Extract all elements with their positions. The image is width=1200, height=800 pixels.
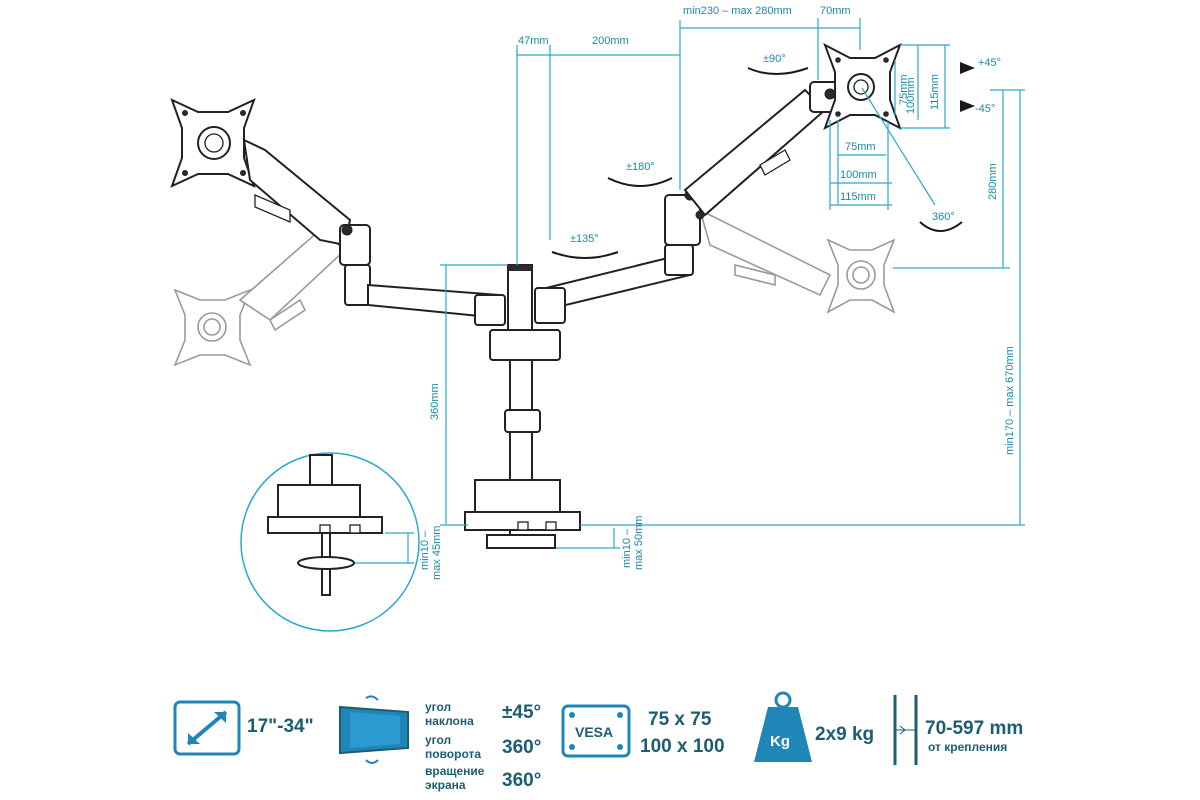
tilt-screen-icon bbox=[339, 695, 409, 764]
spec-rotate-value: 360° bbox=[502, 737, 542, 758]
dim-extension: min230 – max 280mm bbox=[683, 5, 792, 17]
dim-200: 200mm bbox=[592, 35, 629, 47]
clamp-main-2: max 50mm bbox=[633, 516, 645, 570]
right-gas-spring-arm bbox=[664, 81, 839, 246]
vesa-icon-label: VESA bbox=[575, 724, 613, 740]
right-ghost-arm bbox=[698, 208, 832, 297]
rot-135: ±135° bbox=[570, 233, 599, 245]
dimension-lines bbox=[355, 18, 1025, 564]
left-vesa-plate bbox=[170, 98, 256, 188]
tilt-plus: +45° bbox=[978, 57, 1001, 69]
weight-icon: Kg bbox=[754, 691, 812, 762]
clamp-detail-1: min10 – bbox=[419, 530, 431, 570]
left-ghost-vesa-plate bbox=[173, 288, 252, 367]
dim-47: 47mm bbox=[518, 35, 549, 47]
rot-90: ±90° bbox=[763, 53, 786, 65]
tilt-minus: -45° bbox=[975, 103, 995, 115]
vesa-75w: 75mm bbox=[845, 141, 876, 153]
spec-desk-range: 70-597 mm bbox=[925, 718, 1024, 739]
clamp-detail-circle bbox=[240, 452, 420, 632]
spec-tilt-label-line2: наклона bbox=[425, 714, 474, 728]
dim-70: 70mm bbox=[820, 5, 851, 17]
right-horizontal-arm bbox=[534, 244, 694, 324]
spec-vesa-1: 75 x 75 bbox=[648, 709, 712, 730]
spec-spin-label-line2: экрана bbox=[425, 778, 466, 792]
dim-height-range: min170 – max 670mm bbox=[1004, 346, 1016, 455]
vesa-100h: 100mm bbox=[905, 77, 917, 114]
vesa-115w: 115mm bbox=[840, 191, 876, 203]
spec-spin-label: вращение экрана bbox=[425, 764, 484, 792]
spec-rotate-label-line2: поворота bbox=[425, 747, 482, 761]
dim-360: 360mm bbox=[429, 383, 441, 420]
left-gas-spring-arm bbox=[242, 138, 371, 266]
dim-280: 280mm bbox=[987, 163, 999, 200]
vesa-icon: VESA bbox=[561, 704, 631, 758]
rot-360-screen: 360° bbox=[932, 211, 955, 223]
spec-weight: 2x9 kg bbox=[815, 724, 875, 745]
right-ghost-vesa-plate bbox=[826, 238, 896, 314]
vesa-75h: 75mm bbox=[898, 74, 910, 105]
spec-desk-range-note: от крепления bbox=[928, 740, 1008, 754]
right-vesa-plate bbox=[823, 42, 902, 131]
spec-screen-size: 17"-34" bbox=[247, 716, 314, 737]
spec-tilt-value: ±45° bbox=[502, 702, 542, 723]
left-ghost-arm bbox=[238, 228, 347, 332]
spec-rotate-label: угол поворота bbox=[425, 733, 481, 761]
screen-size-icon bbox=[173, 700, 241, 756]
weight-icon-label: Kg bbox=[770, 733, 790, 750]
spec-spin-value: 360° bbox=[502, 770, 542, 791]
clamp-detail-2: max 45mm bbox=[431, 526, 443, 580]
desk-thickness-icon bbox=[893, 695, 918, 765]
vesa-115h: 115mm bbox=[929, 74, 941, 110]
spec-rotate-label-line1: угол bbox=[425, 733, 452, 747]
central-pole bbox=[464, 264, 581, 549]
left-horizontal-arm bbox=[344, 264, 506, 326]
spec-spin-label-line1: вращение bbox=[425, 764, 485, 778]
vesa-100w: 100mm bbox=[840, 169, 877, 181]
spec-vesa-2: 100 x 100 bbox=[640, 736, 725, 757]
rot-180: ±180° bbox=[626, 161, 655, 173]
clamp-main-1: min10 – bbox=[621, 528, 633, 568]
rotation-arrows bbox=[551, 62, 975, 259]
dimension-labels: 47mm 200mm min230 – max 280mm 70mm ±90° … bbox=[419, 5, 1016, 580]
spec-tilt-label: угол наклона bbox=[425, 700, 474, 728]
spec-tilt-label-line1: угол bbox=[425, 700, 452, 714]
